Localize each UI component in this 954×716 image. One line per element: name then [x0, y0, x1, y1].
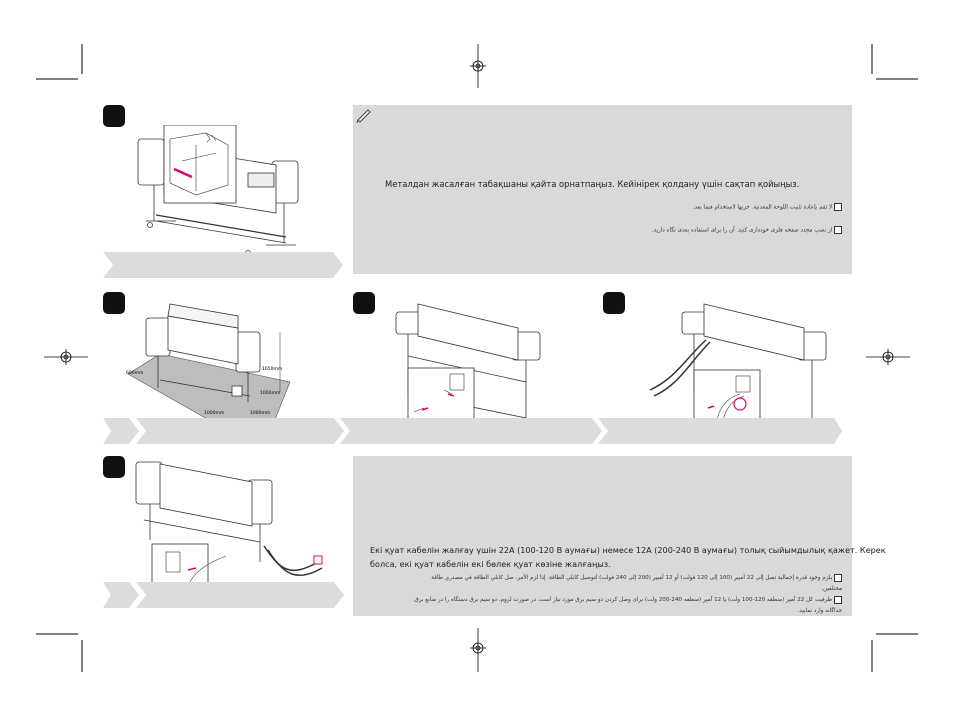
note2-arabic-line2: مختلفين. [821, 586, 842, 592]
note1-persian-text: از نصب مجدد صفحه فلزی خودداری کنید. آن ر… [580, 226, 842, 234]
registration-mark-top [470, 44, 486, 88]
dim-label-600: 600mm [126, 370, 143, 376]
checkbox-icon [834, 595, 842, 604]
dim-label-1650: 1650mm [262, 366, 282, 372]
note-box-2 [353, 456, 852, 616]
registration-mark-right [866, 349, 910, 365]
note1-persian-line: از نصب مجدد صفحه فلزی خودداری کنید. آن ر… [651, 227, 833, 234]
arrow-bar-5a [103, 582, 139, 608]
checkbox-icon [834, 226, 842, 234]
note1-arabic-text: لا تقم بإعادة تثبيت اللوحة المعدنية. خزن… [580, 203, 842, 211]
illustration-power-cable-rear [395, 303, 541, 425]
arrow-bar-2b [136, 418, 344, 444]
dim-label-1000-a: 1000mm [260, 390, 280, 396]
dim-label-1000-b: 1000mm [204, 410, 224, 416]
note2-kazakh-line2: болса, екі қуат кабелін екі бөлек қуат к… [370, 559, 611, 569]
checkbox-icon [834, 573, 842, 582]
note2-arabic-text: يلزم وجود قدرة إجمالية تصل إلى 22 أمبير … [380, 573, 842, 595]
note1-arabic-line: لا تقم بإعادة تثبيت اللوحة المعدنية. خزن… [692, 204, 833, 211]
note2-kazakh-line1: Екі қуат кабелін жалғау үшін 22А (100-12… [370, 545, 886, 555]
note2-persian-line2: جداگانه وارد نمایید. [797, 608, 842, 614]
arrow-bar-5b [136, 582, 344, 608]
step-badge-4 [603, 292, 625, 314]
step-badge-5 [103, 456, 125, 478]
note2-persian-line1: ظرفیت کل 22 آمپر (منطقه 120-100 ولت) یا … [414, 597, 833, 603]
note2-persian-text: ظرفیت کل 22 آمپر (منطقه 120-100 ولت) یا … [380, 595, 842, 617]
registration-mark-left [44, 349, 88, 365]
arrow-bar-4 [598, 418, 852, 444]
dim-label-1000-c: 1000mm [250, 410, 270, 416]
checkbox-icon [834, 203, 842, 211]
arrow-bar-2a [103, 418, 139, 444]
pencil-icon [356, 109, 371, 124]
registration-mark-bottom [470, 628, 486, 672]
illustration-metal-plate-removal [137, 125, 299, 256]
arrow-bar-3 [340, 418, 602, 444]
illustration-power-cables-outlets [135, 461, 323, 599]
illustration-power-cable-connected [649, 303, 827, 427]
arrow-bar-1 [103, 252, 343, 278]
step-badge-1 [103, 105, 125, 127]
note1-kazakh-text: Металдан жасалған табақшаны қайта орнатп… [385, 179, 800, 189]
illustration-installation-space: 1650mm 600mm 1000mm 1000mm 1000mm [126, 303, 291, 432]
note2-arabic-line1: يلزم وجود قدرة إجمالية تصل إلى 22 أمبير … [431, 575, 833, 581]
note-box-1 [353, 105, 852, 274]
note2-kazakh-text: Екі қуат кабелін жалғау үшін 22А (100-12… [370, 543, 886, 571]
step-badge-2 [103, 292, 125, 314]
step-badge-3 [353, 292, 375, 314]
